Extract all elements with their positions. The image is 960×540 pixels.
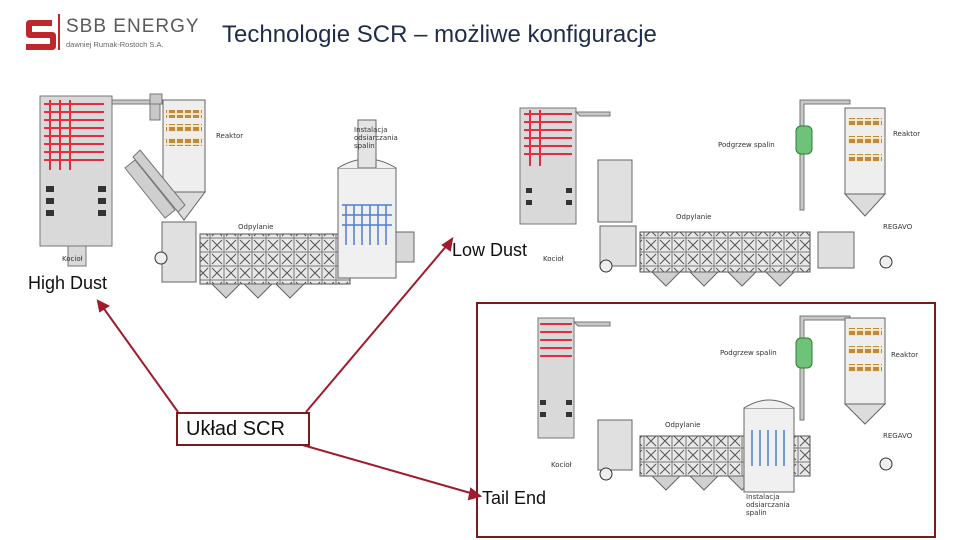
high-dust-label: High Dust — [28, 273, 108, 293]
hd-kociol-label: Kocioł — [62, 255, 83, 263]
logo-brand-text: SBB ENERGY — [66, 16, 200, 37]
uklad-scr-box: Układ SCR — [176, 412, 310, 446]
te-instalacja-label: Instalacja odsiarczania spalin — [746, 493, 790, 517]
tail-end-diagram — [537, 315, 893, 493]
ld-podgrzew-label: Podgrzew spalin — [718, 141, 775, 149]
hd-odpylanie-label: Odpylanie — [238, 223, 274, 231]
high-dust-diagram — [39, 93, 415, 299]
ld-reaktor-label: Reaktor — [893, 130, 921, 138]
te-odpylanie-label: Odpylanie — [665, 421, 701, 429]
te-podgrzew-label: Podgrzew spalin — [720, 349, 777, 357]
tail-end-frame — [476, 302, 936, 538]
ld-kociol-label: Kocioł — [543, 255, 564, 263]
connector-arrows — [96, 236, 483, 501]
low-dust-label: Low Dust — [452, 240, 528, 260]
brand-logo — [22, 18, 192, 52]
tail-end-label: Tail End — [482, 488, 547, 508]
hd-reaktor-label: Reaktor — [216, 132, 244, 140]
te-reaktor-label: Reaktor — [891, 351, 919, 359]
ld-regavo-label: REGAVO — [883, 223, 913, 231]
low-dust-diagram — [519, 99, 893, 287]
logo-divider — [58, 14, 60, 50]
logo-mark-icon — [26, 20, 56, 50]
logo-subtitle: dawniej Rumak-Rostoch S.A. — [66, 40, 164, 49]
te-kociol-label: Kocioł — [551, 461, 572, 469]
te-regavo-label: REGAVO — [883, 432, 913, 440]
ld-odpylanie-label: Odpylanie — [676, 213, 712, 221]
page-title: Technologie SCR – możliwe konfiguracje — [222, 21, 657, 48]
hd-instalacja-label: Instalacja odsiarczania spalin — [354, 126, 398, 150]
